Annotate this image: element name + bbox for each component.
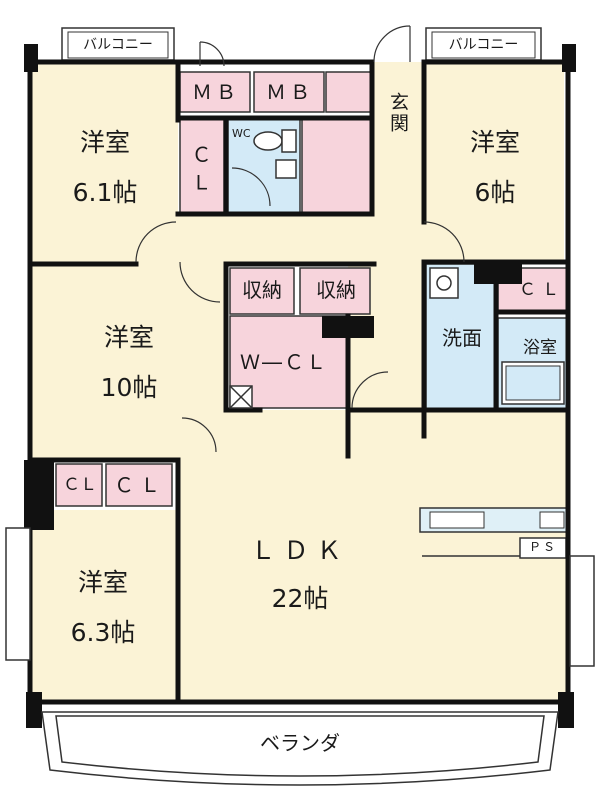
storage-1-label: 収納 [242, 278, 282, 302]
room-name-ldk: ＬＤＫ [250, 536, 350, 565]
closet-ne-label: ＣＬ [519, 280, 565, 300]
entrance-label: 玄関 [387, 92, 409, 134]
bathroom-label: 浴室 [523, 338, 557, 358]
room-name-western-sw: 洋室 [77, 568, 128, 597]
room-size-western-sw: 6.3帖 [70, 618, 136, 647]
wc-label: WC [232, 127, 251, 140]
storage-2-label: 収納 [316, 278, 356, 302]
veranda-label: ベランダ [260, 731, 340, 755]
room-size-western-w: 10帖 [100, 373, 158, 402]
closet-fills [55, 71, 569, 507]
room-size-western-ne: 6帖 [474, 178, 516, 207]
bay-windows [5, 527, 595, 667]
walk-in-closet-label: Ｗ―ＣＬ [240, 350, 328, 374]
balcony-left-area [61, 27, 175, 61]
kitchen-counter [419, 507, 569, 559]
pipe-space-label: ＰＳ [528, 540, 557, 554]
washroom-label: 洗面 [442, 326, 482, 350]
bathtub [501, 361, 565, 405]
room-name-western-nw: 洋室 [79, 128, 130, 157]
vent-box [229, 385, 253, 409]
walls [27, 59, 571, 705]
closet-sw-2-label: ＣＬ [114, 473, 166, 497]
room-name-western-ne: 洋室 [469, 128, 520, 157]
closet-sw-1-label: ＣＬ [63, 475, 97, 495]
room-name-western-w: 洋室 [103, 323, 154, 352]
veranda-area [41, 711, 559, 786]
wash-basin [429, 267, 459, 299]
room-size-western-nw: 6.1帖 [72, 178, 138, 207]
balcony-left-label: バルコニー [83, 37, 153, 53]
door-swings [135, 25, 465, 453]
closet-vertical-label: ＣＬ [188, 144, 212, 200]
wall-blocks [24, 44, 576, 728]
toilet [253, 129, 297, 179]
balcony-right-label: バルコニー [448, 37, 519, 53]
balcony-right-area [425, 27, 542, 61]
room-size-ldk: 22帖 [271, 584, 329, 613]
meter-box-2: ＭＢ [266, 80, 314, 104]
meter-box-1: ＭＢ [192, 80, 240, 104]
